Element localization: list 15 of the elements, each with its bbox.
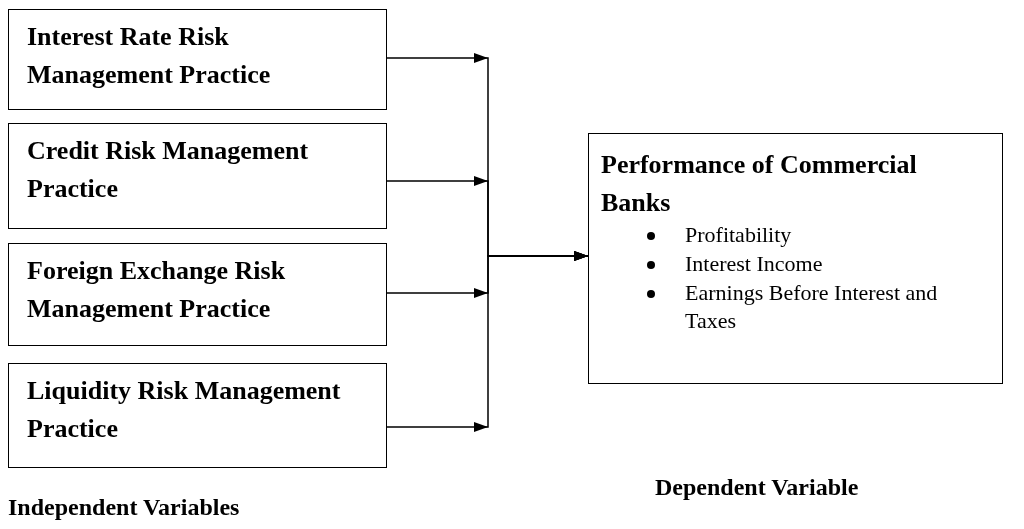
variable-box	[8, 123, 387, 229]
bullet-item: Interest Income	[685, 249, 823, 278]
variable-box	[8, 9, 387, 110]
group-label: Dependent Variable	[655, 474, 859, 501]
group-label: Independent Variables	[8, 494, 240, 521]
bullet-item: Earnings Before Interest and Taxes	[685, 278, 939, 336]
box-heading: Performance of Commercial Banks	[601, 149, 918, 219]
outcome-box	[588, 133, 1003, 384]
box-heading: Credit Risk Management Practice	[27, 135, 310, 205]
box-heading: Liquidity Risk Management Practice	[27, 375, 342, 445]
variable-box	[8, 243, 387, 346]
bullet-item: Profitability	[685, 221, 792, 250]
variable-box	[8, 363, 387, 468]
box-heading: Foreign Exchange Risk Management Practice	[27, 255, 287, 325]
box-heading: Interest Rate Risk Management Practice	[27, 21, 272, 91]
